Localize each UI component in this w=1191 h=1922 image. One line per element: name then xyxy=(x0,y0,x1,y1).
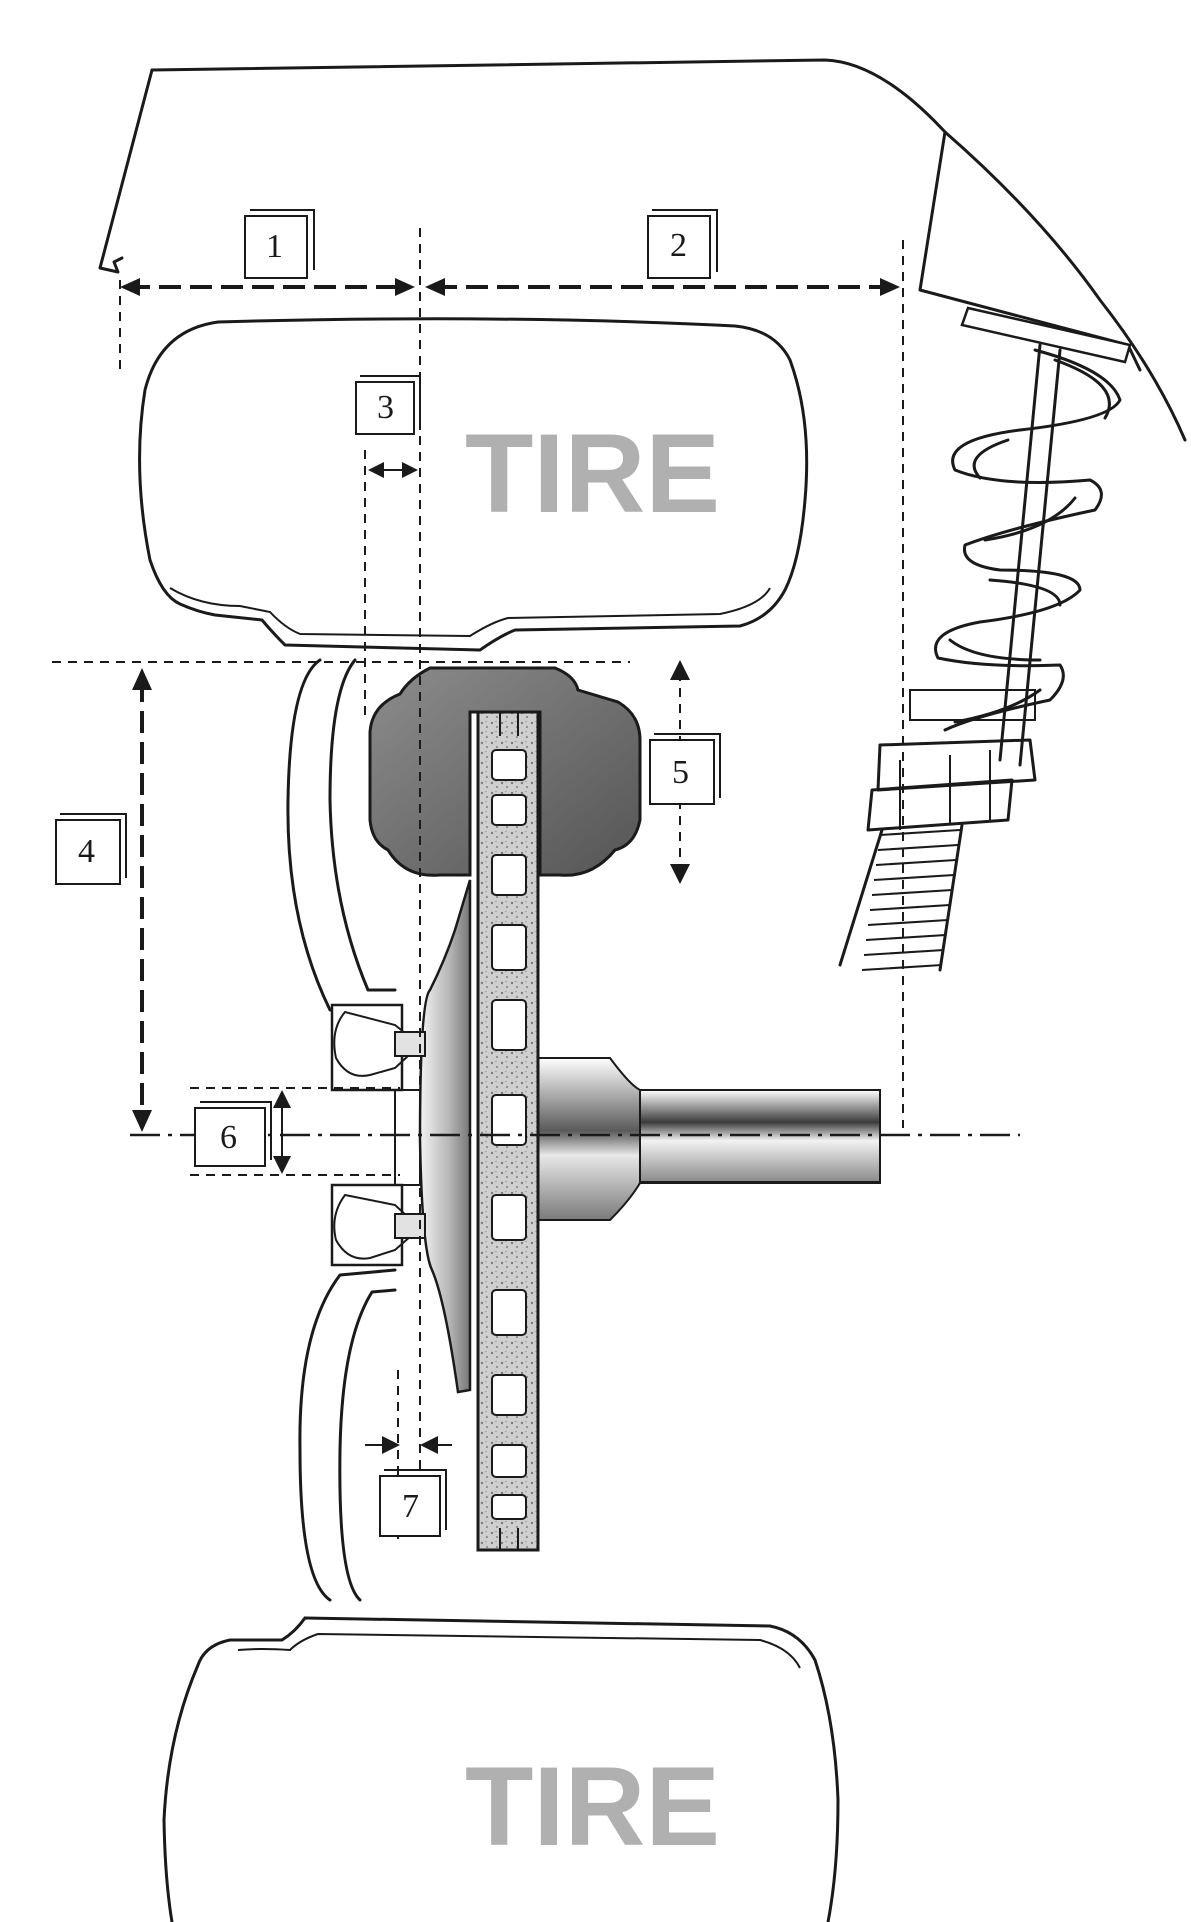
axle-hub xyxy=(514,1057,881,1221)
callout-2: 2 xyxy=(647,209,718,279)
threaded-shock-body xyxy=(838,823,964,972)
callout-5: 5 xyxy=(649,733,721,805)
svg-text:3: 3 xyxy=(377,389,394,426)
dimension-2-arrow xyxy=(425,278,900,296)
dimension-4-arrow xyxy=(132,668,152,1132)
reference-lines xyxy=(52,228,1020,1540)
svg-text:6: 6 xyxy=(220,1119,237,1156)
lug-nut-upper xyxy=(330,1003,426,1092)
tire-bottom xyxy=(162,1616,840,1922)
callout-7: 7 xyxy=(379,1469,447,1537)
wheel-mounting-face xyxy=(394,1089,421,1186)
svg-text:7: 7 xyxy=(402,1488,419,1525)
callout-6: 6 xyxy=(194,1101,272,1167)
callout-3: 3 xyxy=(355,375,421,435)
brake-rotor xyxy=(476,710,540,1552)
dimension-3-arrow xyxy=(368,462,418,478)
brake-caliper xyxy=(368,666,642,877)
dimension-7-arrow xyxy=(365,1436,452,1454)
svg-text:2: 2 xyxy=(670,227,687,264)
svg-text:4: 4 xyxy=(78,833,95,870)
callout-4: 4 xyxy=(55,813,127,885)
wheel-rim xyxy=(286,658,397,1602)
lug-nut-lower xyxy=(330,1183,426,1267)
tire-bottom-label: TIRE xyxy=(465,1744,720,1869)
tire-top xyxy=(138,317,809,652)
dimension-6-arrow xyxy=(273,1090,291,1174)
dimension-1-arrow xyxy=(120,278,415,296)
tire-top-label: TIRE xyxy=(465,411,720,536)
svg-text:5: 5 xyxy=(672,754,689,791)
svg-text:1: 1 xyxy=(266,228,283,265)
fender-outline xyxy=(98,58,1187,442)
callout-1: 1 xyxy=(244,209,315,279)
coil-spring xyxy=(866,306,1132,832)
